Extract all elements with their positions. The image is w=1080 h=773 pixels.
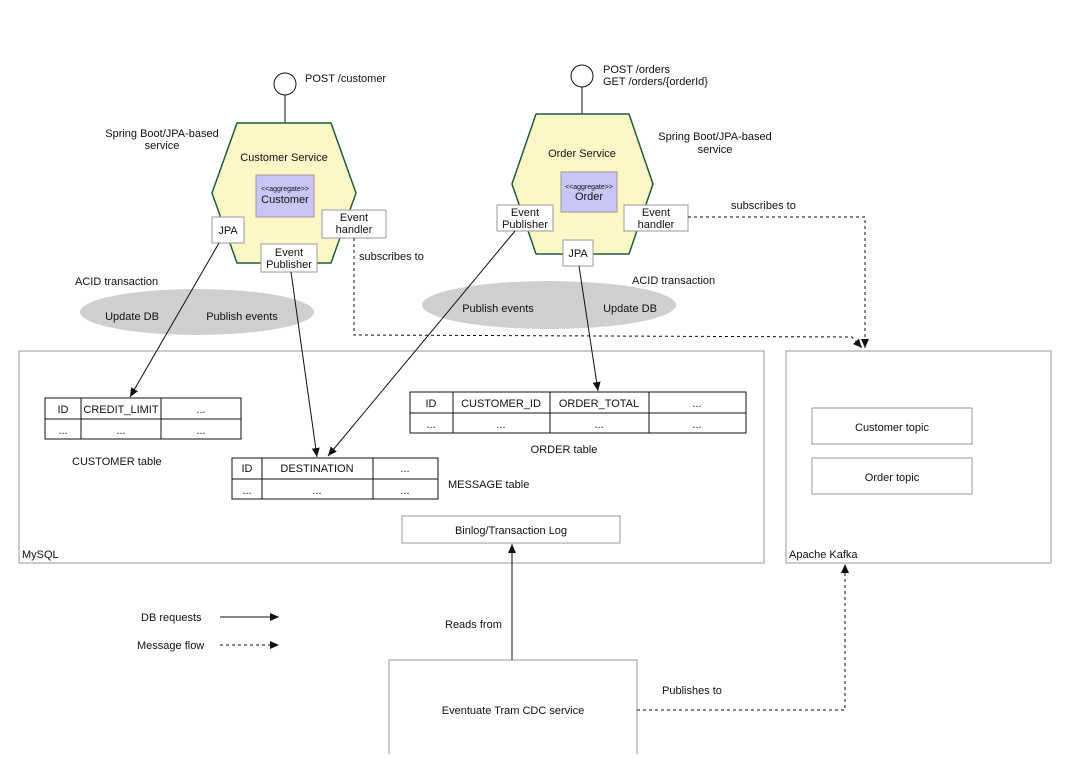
customer-publisher-to-message-table-arrow — [290, 271, 320, 458]
order-table-cell: ... — [426, 419, 435, 431]
order-jpa-box — [562, 239, 594, 267]
order-service-kind-line1: Spring Boot/JPA-based — [658, 131, 772, 143]
legend-message-flow-label: Message flow — [137, 640, 204, 652]
customer-service-kind-line1: Spring Boot/JPA-based — [105, 128, 219, 140]
customer-update-db: Update DB — [105, 311, 159, 323]
order-event-publisher-line2: Publisher — [502, 219, 548, 231]
order-table: ID CUSTOMER_ID ORDER_TOTAL ... ... ... .… — [409, 391, 747, 456]
order-topic-label: Order topic — [865, 472, 920, 484]
message-flow-arrows — [353, 216, 869, 711]
order-table-header-order-total: ORDER_TOTAL — [559, 398, 639, 410]
customer-table-cell: ... — [58, 425, 67, 437]
customer-event-publisher-line2: Publisher — [266, 259, 312, 271]
customer-table-header-id: ID — [58, 404, 69, 416]
order-endpoint-icon — [570, 64, 594, 88]
order-aggregate-stereotype: <<aggregate>> — [565, 184, 613, 191]
customer-table-header-more: ... — [196, 404, 205, 416]
order-table-header-id: ID — [426, 398, 437, 410]
customer-acid-label: ACID transaction — [75, 276, 158, 288]
customer-jpa-to-customer-table-arrow — [129, 242, 220, 398]
customer-event-handler-line2: handler — [336, 224, 373, 236]
db-request-arrows — [129, 230, 601, 660]
legend: DB requests Message flow — [137, 612, 279, 652]
kafka-box — [785, 350, 1052, 564]
mysql-container: MySQL ID CREDIT_LIMIT ... ... ... ... CU… — [18, 350, 765, 564]
message-table-header-id: ID — [242, 463, 253, 475]
order-endpoint-line2: GET /orders/{orderId} — [603, 76, 708, 88]
order-event-publisher-box — [496, 204, 554, 232]
order-acid-ellipse — [422, 281, 676, 329]
mysql-box — [18, 350, 765, 564]
order-table-header-more: ... — [692, 398, 701, 410]
cdc-service-box — [388, 659, 638, 754]
order-event-handler-box — [623, 204, 689, 232]
order-publish-events: Publish events — [462, 303, 534, 315]
legend-db-requests-label: DB requests — [141, 612, 202, 624]
customer-table-header-credit-limit: CREDIT_LIMIT — [83, 404, 158, 416]
message-table-caption: MESSAGE table — [448, 479, 529, 491]
customer-publish-events: Publish events — [206, 311, 278, 323]
order-aggregate-name: Order — [575, 191, 603, 203]
cdc-reads-from: Reads from — [445, 619, 502, 631]
order-update-db: Update DB — [603, 303, 657, 315]
order-publisher-to-message-table-arrow — [327, 230, 516, 457]
customer-jpa-label: JPA — [218, 225, 238, 237]
order-service-kind-line2: service — [698, 144, 733, 156]
cdc-service-title: Eventuate Tram CDC service — [442, 705, 584, 717]
customer-service-kind-line2: service — [145, 140, 180, 152]
customer-endpoint-label: POST /customer — [305, 73, 386, 85]
customer-service: POST /customer Spring Boot/JPA-based ser… — [75, 72, 424, 335]
binlog-box — [401, 515, 621, 544]
message-table-cell: ... — [312, 485, 321, 497]
order-table-cell: ... — [692, 419, 701, 431]
customer-aggregate-stereotype: <<aggregate>> — [261, 186, 309, 193]
order-handler-subscribes-arrow — [688, 216, 869, 348]
order-event-publisher-line1: Event — [511, 207, 539, 219]
customer-event-publisher-box — [260, 243, 318, 273]
customer-table-cell: ... — [196, 425, 205, 437]
order-event-handler-line2: handler — [638, 219, 675, 231]
customer-jpa-box — [211, 216, 245, 244]
order-subscribes-to: subscribes to — [731, 200, 796, 212]
kafka-container: Apache Kafka Customer topic Order topic — [785, 350, 1052, 564]
order-service: POST /orders GET /orders/{orderId} Sprin… — [422, 64, 796, 329]
cdc-publishes-to: Publishes to — [662, 685, 722, 697]
customer-topic-box — [811, 407, 973, 445]
order-jpa-label: JPA — [568, 248, 588, 260]
message-table-cell: ... — [242, 485, 251, 497]
order-service-title: Order Service — [548, 148, 616, 160]
customer-service-title: Customer Service — [240, 152, 327, 164]
customer-handler-subscribes-arrow — [353, 238, 863, 349]
customer-table: ID CREDIT_LIMIT ... ... ... ... CUSTOMER… — [44, 397, 242, 468]
customer-event-publisher-line1: Event — [275, 247, 303, 259]
kafka-label: Apache Kafka — [789, 549, 858, 561]
message-table-header-more: ... — [400, 463, 409, 475]
customer-table-cell: ... — [116, 425, 125, 437]
order-endpoint-line1: POST /orders — [603, 64, 671, 76]
message-table-header-destination: DESTINATION — [280, 463, 353, 475]
cdc-service: Eventuate Tram CDC service Reads from Pu… — [388, 619, 722, 754]
customer-endpoint-icon — [273, 72, 297, 96]
binlog-label: Binlog/Transaction Log — [455, 525, 567, 537]
order-table-header-customer-id: CUSTOMER_ID — [461, 398, 541, 410]
customer-topic-label: Customer topic — [855, 422, 929, 434]
order-topic-box — [811, 457, 973, 495]
customer-event-handler-line1: Event — [340, 212, 368, 224]
message-table: ID DESTINATION ... ... ... ... MESSAGE t… — [231, 457, 529, 500]
order-aggregate-box — [560, 171, 618, 213]
customer-table-caption: CUSTOMER table — [72, 456, 162, 468]
order-acid-label: ACID transaction — [632, 275, 715, 287]
order-event-handler-line1: Event — [642, 207, 670, 219]
order-table-cell: ... — [594, 419, 603, 431]
customer-aggregate-name: Customer — [261, 194, 309, 206]
order-table-caption: ORDER table — [531, 444, 598, 456]
mysql-label: MySQL — [22, 549, 59, 561]
message-table-cell: ... — [400, 485, 409, 497]
order-table-cell: ... — [496, 419, 505, 431]
customer-aggregate-box — [255, 174, 315, 218]
customer-subscribes-to: subscribes to — [359, 251, 424, 263]
customer-acid-ellipse — [80, 289, 314, 335]
order-jpa-to-order-table-arrow — [578, 265, 601, 392]
